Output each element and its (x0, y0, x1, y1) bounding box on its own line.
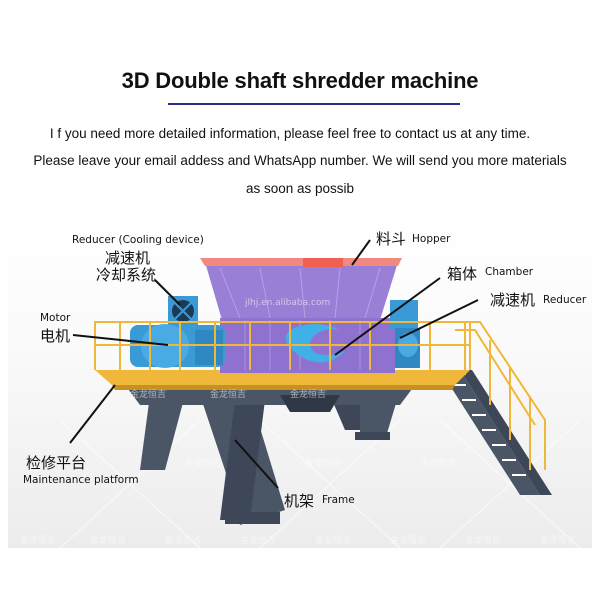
platform-railing (94, 321, 471, 370)
svg-text:金龙恒吉: 金龙恒吉 (540, 534, 576, 546)
svg-text:金龙恒吉: 金龙恒吉 (420, 457, 456, 469)
svg-text:金龙恒吉: 金龙恒吉 (290, 388, 326, 400)
leader-lines (69, 239, 479, 489)
intro-line-2: Please leave your email addess and Whats… (33, 153, 567, 168)
label-chamber-en: Chamber (485, 266, 534, 278)
svg-text:金龙恒吉: 金龙恒吉 (240, 534, 276, 546)
brand-logo-icon (285, 324, 345, 363)
svg-text:金龙恒吉: 金龙恒吉 (185, 457, 221, 469)
left-motor-assembly (130, 296, 225, 368)
label-frame-cn: 机架 (284, 492, 315, 510)
frame (125, 385, 415, 525)
svg-text:金龙恒吉: 金龙恒吉 (130, 388, 166, 400)
label-reducer-en: Reducer (543, 294, 587, 306)
svg-text:金龙恒吉: 金龙恒吉 (165, 534, 201, 546)
intro-line-1: I f you need more detailed information, … (49, 126, 531, 141)
label-hopper-cn: 料斗 (376, 230, 407, 248)
label-motor-cn: 电机 (40, 327, 71, 345)
maintenance-platform-deck (95, 370, 470, 385)
label-platform-cn: 检修平台 (26, 454, 87, 472)
page-title: 3D Double shaft shredder machine (121, 68, 479, 93)
hopper (200, 258, 402, 320)
hopper-nameplate (303, 258, 343, 267)
title-underline (168, 103, 460, 105)
watermark-brand-repeats: 金龙恒吉金龙恒吉金龙恒吉 金龙恒吉金龙恒吉金龙恒吉 金龙恒吉金龙恒吉金龙恒吉 金… (20, 388, 576, 546)
svg-text:金龙恒吉: 金龙恒吉 (465, 534, 501, 546)
label-frame-en: Frame (322, 494, 355, 506)
svg-text:金龙恒吉: 金龙恒吉 (210, 388, 246, 400)
svg-text:金龙恒吉: 金龙恒吉 (20, 534, 56, 546)
label-chamber-cn: 箱体 (447, 265, 478, 283)
stairs (440, 321, 552, 495)
intro-line-3: as soon as possib (245, 181, 355, 196)
watermark-url: jlhj.en.alibaba.com (244, 298, 330, 308)
label-platform-en: Maintenance platform (23, 474, 139, 486)
label-hopper-en: Hopper (412, 233, 451, 245)
label-motor-en: Motor (40, 312, 71, 324)
label-reducer-cn: 减速机 (490, 291, 536, 309)
svg-text:金龙恒吉: 金龙恒吉 (305, 457, 341, 469)
svg-text:金龙恒吉: 金龙恒吉 (315, 534, 351, 546)
label-reducer-cooling-en: Reducer (Cooling device) (72, 234, 204, 246)
watermark-lines (59, 419, 581, 549)
svg-text:金龙恒吉: 金龙恒吉 (90, 534, 126, 546)
svg-text:金龙恒吉: 金龙恒吉 (390, 534, 426, 546)
label-reducer-cooling-cn-2: 冷却系统 (96, 266, 157, 284)
label-reducer-cooling-cn-1: 减速机 (105, 249, 151, 267)
